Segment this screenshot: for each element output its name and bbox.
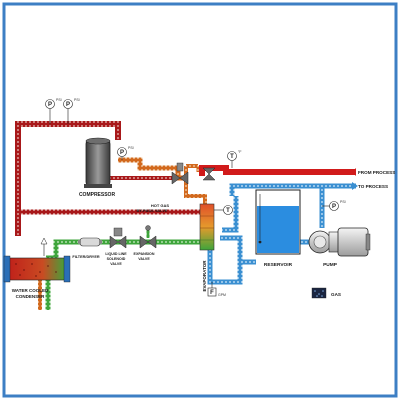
svg-text:PSI: PSI <box>56 98 62 102</box>
svg-text:F: F <box>210 290 214 296</box>
t-gauge-letter: T <box>230 154 234 160</box>
flow-meter: F GPM <box>207 282 226 297</box>
legend: GAS <box>311 287 341 299</box>
svg-text:T: T <box>226 208 230 214</box>
hot-gas-label-line1: HOT GAS <box>151 203 170 208</box>
compressor <box>84 137 112 188</box>
solenoid-label-line3: VALVE <box>110 262 122 266</box>
pressure-gauge-pump: P PSI <box>322 200 346 211</box>
legend-gas-label: GAS <box>331 292 341 297</box>
pressure-gauge-suction: P PSI <box>117 146 134 160</box>
condenser-label-line2: CONDENSER <box>16 294 46 299</box>
from-process-label: FROM PROCESS <box>358 170 395 175</box>
evaporator-label: EVAPORATOR <box>202 260 207 292</box>
expansion-label-line1: EXPANSION <box>134 252 155 256</box>
svg-text:P: P <box>332 204 336 210</box>
svg-text:P: P <box>48 102 52 108</box>
pump <box>308 227 371 257</box>
solenoid-valve <box>109 227 127 249</box>
temperature-gauge-evap: T <box>214 205 233 215</box>
water-cooled-condenser <box>3 255 71 283</box>
expansion-label-line2: VALVE <box>138 257 150 261</box>
evaporator <box>199 203 215 251</box>
pressure-gauge-2: P PSI <box>63 98 80 124</box>
svg-text:P: P <box>120 150 124 156</box>
filter-dryer-label: FILTER/DRYER <box>72 255 99 259</box>
hot-gas-label-line2: BY-PASS VALVE <box>136 208 167 213</box>
process-lines <box>199 165 356 176</box>
to-process-arrow <box>352 182 358 190</box>
process-valve-icon <box>202 167 216 181</box>
to-process-label: TO PROCESS <box>358 184 388 189</box>
reservoir <box>255 189 301 255</box>
svg-text:PSI: PSI <box>128 146 134 150</box>
legend-gas-swatch <box>311 287 327 299</box>
hot-gas-bypass-valve <box>171 162 189 185</box>
compressor-label: COMPRESSOR <box>79 192 116 198</box>
pressure-gauge-1: P PSI <box>45 98 62 124</box>
filter-dryer <box>78 237 102 247</box>
t-gauge-unit: °F <box>238 150 242 154</box>
solenoid-label-line2: SOLENOID <box>107 257 126 261</box>
pressure-gauge-liquid <box>40 237 48 256</box>
svg-text:PSI: PSI <box>74 98 80 102</box>
from-process-arrow <box>352 168 356 176</box>
svg-text:GPM: GPM <box>218 293 226 297</box>
pump-label: PUMP <box>323 262 338 268</box>
svg-text:P: P <box>66 102 70 108</box>
condenser-label-line1: WATER COOLED <box>12 288 49 293</box>
expansion-valve <box>139 225 157 249</box>
solenoid-label-line1: LIQUID LINE <box>105 252 127 256</box>
process-thermometer-gauge: T °F <box>227 150 242 168</box>
reservoir-label: RESERVOIR <box>264 262 293 268</box>
svg-text:PSI: PSI <box>340 200 346 204</box>
